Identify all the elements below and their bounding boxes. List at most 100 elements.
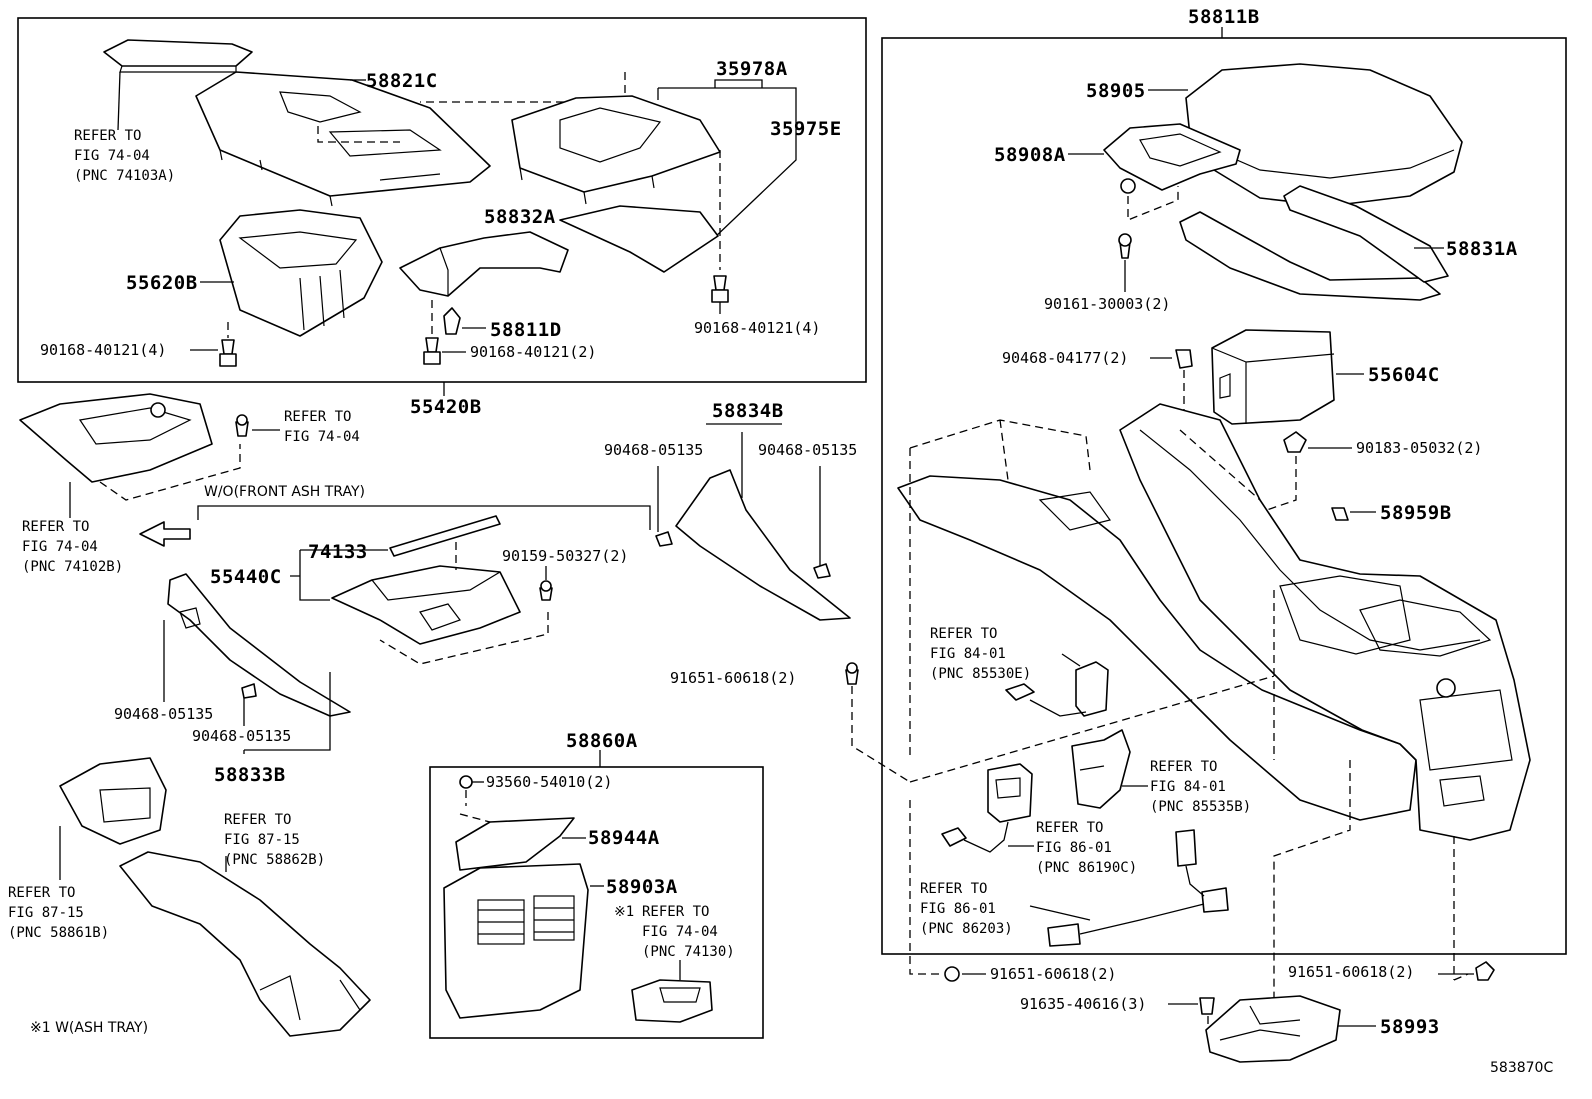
90468-05135-clip-b: [813, 563, 831, 579]
part-label-58908A: 58908A: [994, 144, 1066, 166]
35978A-bracket-part: [511, 95, 721, 205]
part-label-58834B: 58834B: [712, 400, 784, 422]
part-label-58833B: 58833B: [214, 764, 286, 786]
58834B-trim-part: [675, 469, 851, 621]
part-label-58821C: 58821C: [366, 70, 438, 92]
part-label-55604C: 55604C: [1368, 364, 1440, 386]
bolt-label-91651-60618-bl: 91651-60618(2): [990, 965, 1117, 983]
bolt-label-90468-05135-c: 90468-05135: [114, 705, 214, 723]
ref-note-86190C: REFER TO FIG 86-01 (PNC 86190C): [1036, 820, 1138, 876]
ref-note-74102B: REFER TO FIG 74-04 (PNC 74102B): [22, 519, 124, 575]
bolt-label-90468-05135-b: 90468-05135: [758, 441, 858, 459]
85530E-socket-ref-part: [1005, 661, 1109, 717]
bolt-label-91635-40616: 91635-40616(3): [1020, 995, 1147, 1013]
part-label-58811B: 58811B: [1188, 6, 1260, 28]
ref-note-74130: REFER TO FIG 74-04 (PNC 74130): [642, 904, 735, 960]
bolt-label-90468-04177: 90468-04177(2): [1002, 349, 1129, 367]
85535B-socket-ref-part: [1071, 729, 1131, 809]
74133-strip-part: [389, 515, 501, 557]
74130-ashtray-ref-part: [631, 979, 713, 1023]
90161-30003-screw: [1118, 233, 1132, 259]
ref-note-85530E: REFER TO FIG 84-01 (PNC 85530E): [930, 626, 1032, 682]
shift-base-ref-part: [19, 393, 213, 483]
note-with-ash-tray: ※1 W(ASH TRAY): [30, 1020, 149, 1036]
rear-vent-group-box: [429, 766, 764, 1039]
bolt-label-91651-60618-br: 91651-60618(2): [1288, 963, 1415, 981]
part-label-58993: 58993: [1380, 1016, 1440, 1038]
part-label-35978A: 35978A: [716, 58, 788, 80]
part-label-58811D: 58811D: [490, 319, 562, 341]
58861B-duct-ref-part: [59, 757, 167, 845]
55620B-cupholder-part: [219, 209, 383, 337]
bolt-label-90159-50327: 90159-50327(2): [502, 547, 629, 565]
bolt-label-90183-05032: 90183-05032(2): [1356, 439, 1483, 457]
ref-screw-74-04: [235, 414, 249, 437]
part-label-58903A: 58903A: [606, 876, 678, 898]
note-without-front-ash-tray: W/O(FRONT ASH TRAY): [204, 484, 365, 500]
part-label-55620B: 55620B: [126, 272, 198, 294]
58832A-cover-part: [399, 231, 569, 297]
ref-mark-74130: ※1: [614, 904, 635, 920]
58811D-clip-part: [443, 307, 461, 335]
58831A-rail-part: [1179, 185, 1449, 301]
bolt-label-90468-05135-d: 90468-05135: [192, 727, 292, 745]
armrest-lid-ref-part: [103, 39, 253, 73]
ref-note-86203: REFER TO FIG 86-01 (PNC 86203): [920, 881, 1013, 937]
90159-50327-screw: [539, 580, 553, 601]
arrow-left-icon: [139, 521, 191, 547]
58944A-cover-part: [455, 817, 575, 871]
bolt-label-90161-30003: 90161-30003(2): [1044, 295, 1171, 313]
console-group-box: [881, 37, 1567, 955]
58908A-fastener: [1120, 178, 1136, 194]
part-label-55420B: 55420B: [410, 396, 482, 418]
58905-armrest-part: [1185, 63, 1463, 207]
ref-note-85535B: REFER TO FIG 84-01 (PNC 85535B): [1150, 759, 1252, 815]
86190C-usb-ref-part: [941, 763, 1033, 853]
90168-40121-screw-left: [219, 339, 237, 367]
part-label-74133: 74133: [308, 541, 368, 563]
90468-04177-clip: [1175, 349, 1193, 369]
part-label-58860A: 58860A: [566, 730, 638, 752]
90168-40121-screw-bottom: [423, 337, 441, 365]
58821C-panel-part: [195, 71, 491, 207]
35975E-trim-part: [559, 205, 719, 273]
console-body-part: [897, 403, 1531, 841]
bolt-label-93560-54010: 93560-54010(2): [486, 773, 613, 791]
part-label-58831A: 58831A: [1446, 238, 1518, 260]
91651-60618-screw-mid: [845, 662, 859, 685]
part-label-35975E: 35975E: [770, 118, 842, 140]
90468-05135-clip-left: [241, 683, 257, 699]
bolt-label-90168-40121-top: 90168-40121(4): [694, 319, 821, 337]
part-label-58905: 58905: [1086, 80, 1146, 102]
90168-40121-screw-top: [711, 275, 729, 303]
58833B-trim-part: [167, 573, 351, 717]
ref-note-58862B: REFER TO FIG 87-15 (PNC 58862B): [224, 812, 326, 868]
91651-60618-screw-br: [1475, 961, 1495, 981]
part-label-58944A: 58944A: [588, 827, 660, 849]
58862B-duct-ref-part: [119, 851, 371, 1037]
part-label-58959B: 58959B: [1380, 502, 1452, 524]
58908A-hinge-part: [1103, 123, 1241, 191]
upper-left-group-box: [17, 17, 867, 383]
bolt-label-90468-05135-a: 90468-05135: [604, 441, 704, 459]
58959B-screw: [1331, 507, 1349, 521]
55604C-box-part: [1211, 329, 1335, 425]
ref-note-74103A: REFER TO FIG 74-04 (PNC 74103A): [74, 128, 176, 184]
91635-40616-screw: [1199, 997, 1215, 1015]
55440C-ashtray-part: [331, 565, 521, 645]
bolt-label-90168-40121-bottom: 90168-40121(2): [470, 343, 597, 361]
86203-harness-ref-part: [1047, 829, 1229, 947]
90183-05032-nut: [1283, 431, 1307, 453]
58903A-vent-part: [443, 863, 589, 1019]
diagram-id: 583870C: [1490, 1060, 1554, 1076]
part-label-55440C: 55440C: [210, 566, 282, 588]
91651-60618-screw-bl: [944, 966, 960, 982]
bolt-label-91651-60618-mid: 91651-60618(2): [670, 669, 797, 687]
part-label-58832A: 58832A: [484, 206, 556, 228]
ref-note-58861B: REFER TO FIG 87-15 (PNC 58861B): [8, 885, 110, 941]
ref-note-74-04: REFER TO FIG 74-04: [284, 409, 360, 445]
90468-05135-clip-a: [655, 531, 673, 547]
58993-bracket-part: [1205, 995, 1341, 1063]
93560-54010-screw: [459, 775, 473, 789]
